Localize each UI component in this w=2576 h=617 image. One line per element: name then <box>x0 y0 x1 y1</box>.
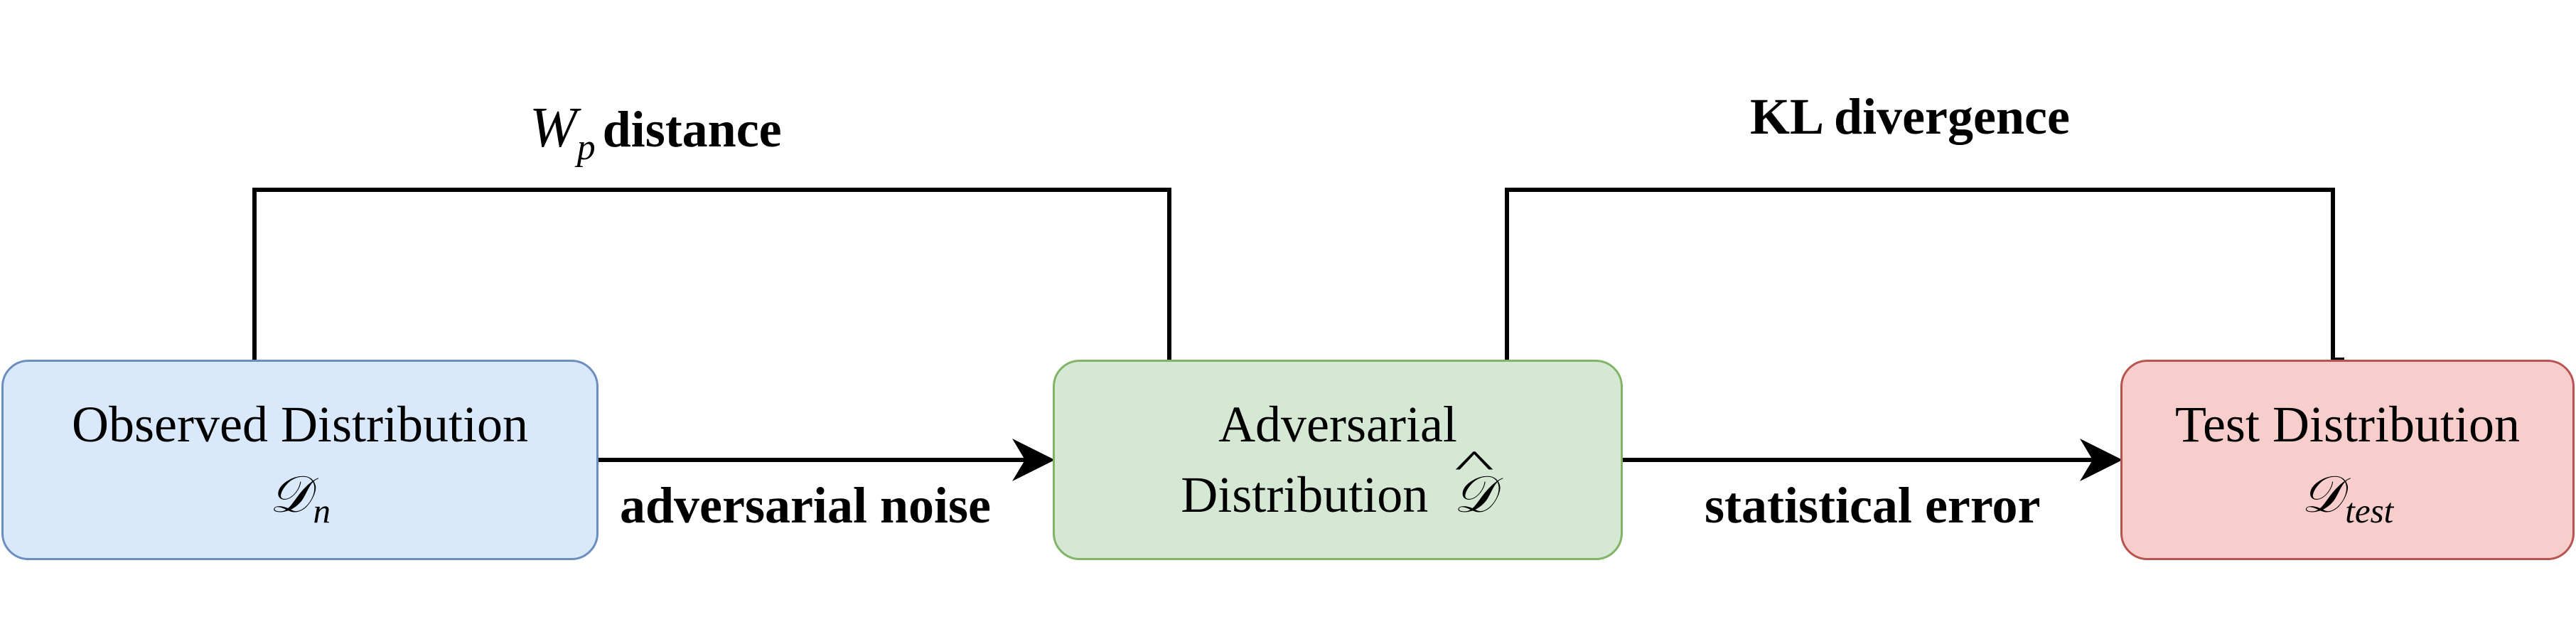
statistical-error-label: statistical error <box>1705 477 2041 534</box>
test-distribution-symbol: 𝒟test <box>2301 463 2394 531</box>
adversarial-distribution-box: Adversarial Distribution ^𝒟 <box>1053 360 1623 560</box>
test-distribution-label: Test Distribution <box>2175 396 2520 454</box>
kl-divergence-label: KL divergence <box>1750 88 2070 145</box>
adversarial-noise-label: adversarial noise <box>620 477 991 534</box>
adversarial-distribution-label-line1: Adversarial <box>1218 396 1457 454</box>
test-distribution-box: Test Distribution 𝒟test <box>2120 360 2575 560</box>
adversarial-distribution-label-line2: Distribution ^𝒟 <box>1181 442 1495 530</box>
observed-distribution-box: Observed Distribution 𝒟n <box>1 360 599 560</box>
observed-distribution-symbol: 𝒟n <box>269 463 331 531</box>
wp-distance-bracket <box>252 188 1171 360</box>
adversarial-distribution-symbol: ^𝒟 <box>1454 442 1495 524</box>
kl-divergence-bracket <box>1505 188 2344 362</box>
observed-distribution-label: Observed Distribution <box>72 396 528 454</box>
